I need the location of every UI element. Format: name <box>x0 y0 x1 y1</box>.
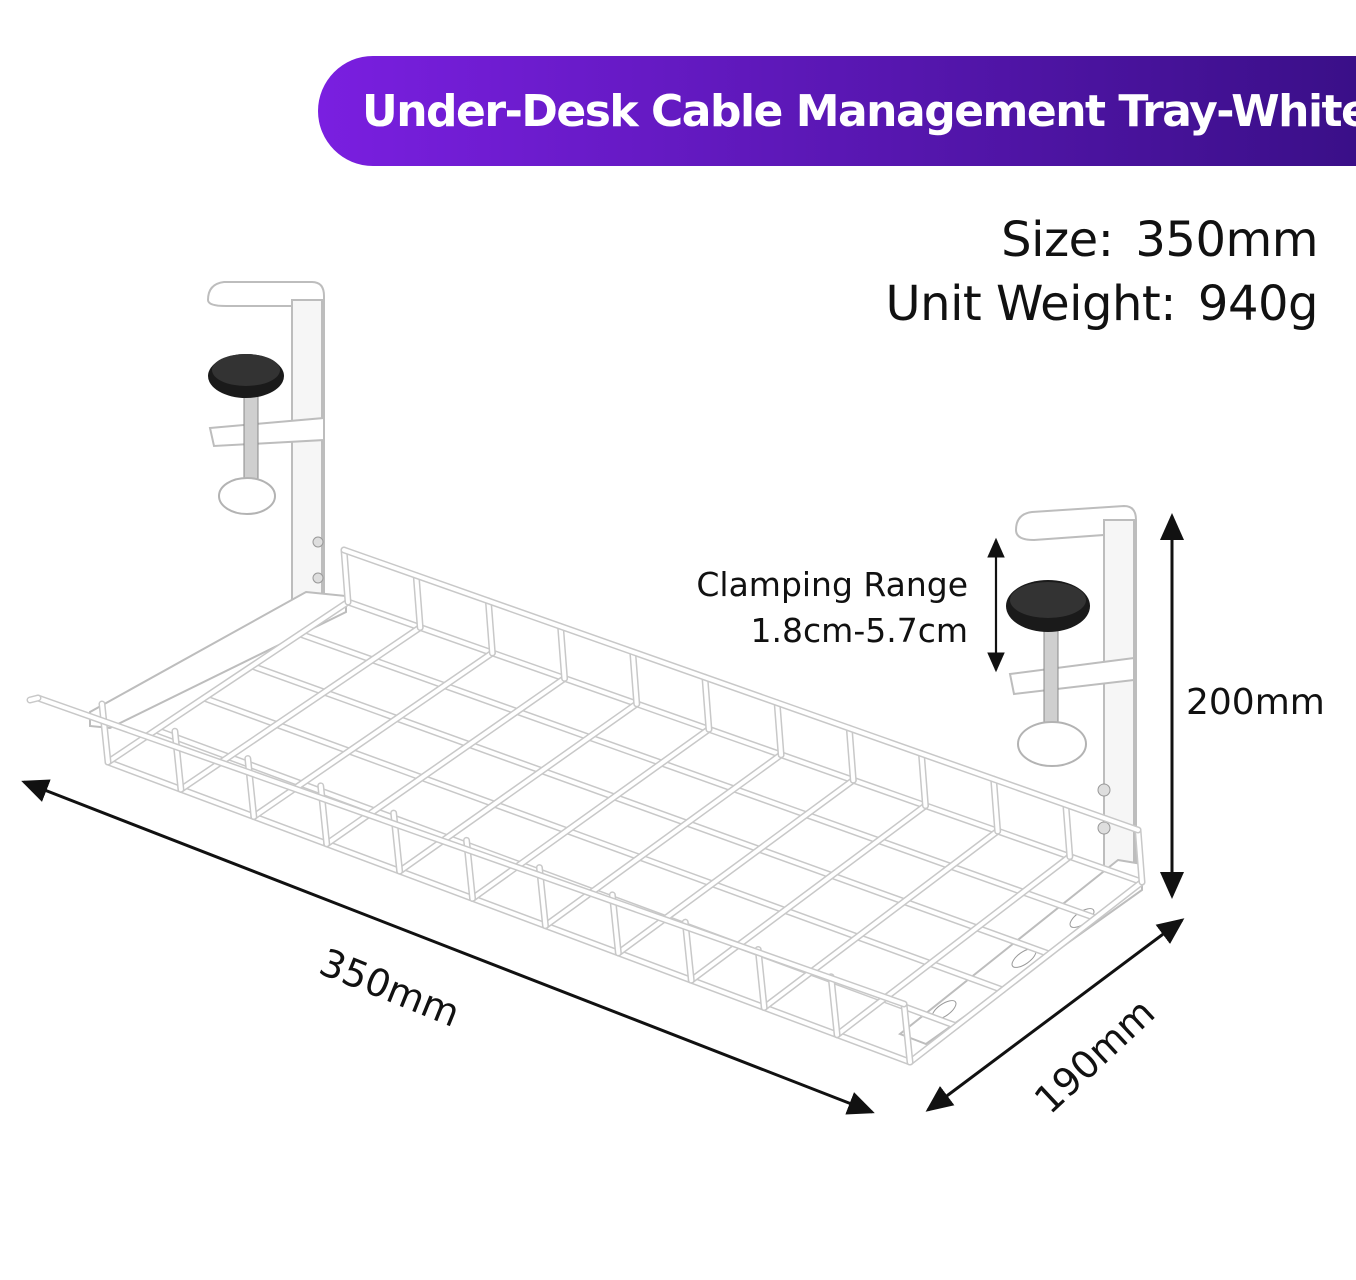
length-arrow <box>21 779 875 1115</box>
right-knob-icon <box>1006 580 1090 767</box>
title-banner: Under-Desk Cable Management Tray-White <box>318 56 1356 166</box>
spec-block: Size: 350mm Unit Weight: 940g <box>885 208 1319 336</box>
basket-lip-wire <box>630 649 639 706</box>
basket-lip-wire <box>991 777 1000 834</box>
banner-title: Under-Desk Cable Management Tray-White <box>362 85 1356 137</box>
basket-back-rail <box>342 548 1140 832</box>
left-bracket <box>89 281 347 730</box>
basket-lip-wire <box>100 702 110 764</box>
weight-value: 940g <box>1197 276 1319 332</box>
basket-lip-wire <box>342 548 350 604</box>
basket-lip-wire <box>558 624 567 681</box>
clamping-range-label: Clamping Range 1.8cm-5.7cm <box>696 562 968 654</box>
basket-lip-wire <box>1063 802 1072 859</box>
basket-lip-wire <box>775 700 784 757</box>
basket-lip-wire <box>1136 828 1144 884</box>
basket-lip-wire <box>919 751 928 808</box>
size-value: 350mm <box>1135 212 1318 268</box>
basket-lip-wire <box>847 726 856 783</box>
basket-lip-wire <box>486 598 495 655</box>
basket-lip-wire <box>702 675 711 732</box>
basket-lip-wire <box>414 573 423 630</box>
basket-wire <box>543 752 784 928</box>
basket-wire <box>616 778 856 955</box>
basket-wire <box>346 600 1144 884</box>
left-knob-icon <box>208 354 284 515</box>
depth-arrow <box>925 918 1185 1112</box>
clamping-range-title: Clamping Range <box>696 565 968 604</box>
basket-end-rail <box>28 696 40 702</box>
size-label: Size: <box>1001 212 1114 268</box>
height-dimension-label: 200mm <box>1186 682 1325 723</box>
weight-label: Unit Weight: <box>885 276 1177 332</box>
size-spec: Size: 350mm <box>886 208 1318 272</box>
basket-wire <box>298 632 1098 920</box>
weight-spec: Unit Weight: 940g <box>885 272 1319 336</box>
basket-lip-wire <box>902 1002 912 1064</box>
clamping-range-value: 1.8cm-5.7cm <box>750 611 968 650</box>
